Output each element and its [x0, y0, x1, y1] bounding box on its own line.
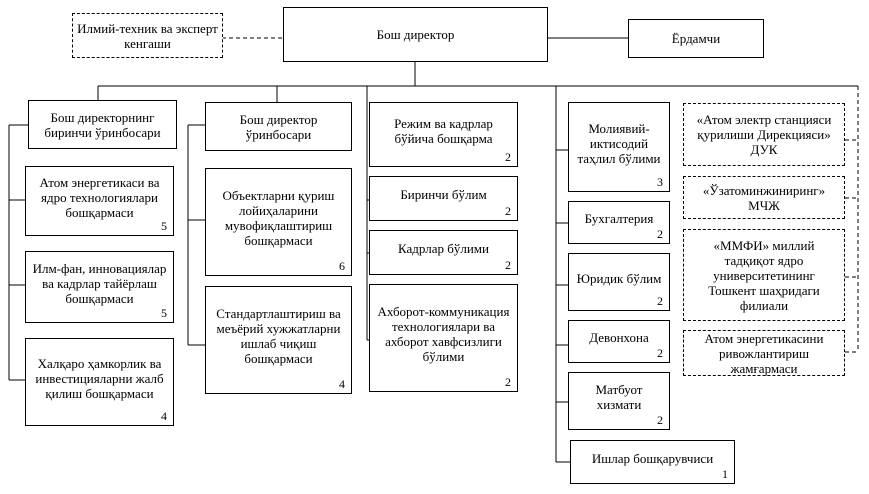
international-cooperation-dept-box: Халқаро ҳамкорлик ва инвестицияларни жал…	[25, 338, 174, 426]
staff-count: 2	[657, 227, 663, 241]
financial-analysis-section-box: Молиявий-иктисодий таҳлил бўлими 3	[568, 102, 670, 192]
press-service-box: Матбуот хизмати 2	[568, 372, 670, 430]
staff-count: 2	[657, 294, 663, 308]
director-box: Бош директор	[283, 7, 548, 62]
first-deputy-box: Бош директорнинг биринчи ўринбосари	[28, 100, 177, 149]
staff-count: 3	[657, 175, 663, 189]
atomic-energy-dept-box: Атом энергетикаси ва ядро технологиялари…	[25, 166, 174, 236]
first-section-box: Биринчи бўлим 2	[369, 176, 518, 221]
council-box: Илмий-техник ва эксперт кенгаши	[72, 13, 223, 58]
assistant-box: Ёрдамчи	[628, 19, 764, 58]
chancellery-box: Девонхона 2	[568, 320, 670, 363]
standardization-dept-box: Стандартлаштириш ва меъёрий хужжатларни …	[205, 286, 352, 394]
council-label: Илмий-техник ва эксперт кенгаши	[77, 20, 218, 51]
atomic-energy-fund-box: Атом энергетикасини ривожлантириш жамғар…	[683, 330, 845, 376]
staff-count: 5	[161, 306, 167, 320]
office-manager-box: Ишлар бошқарувчиси 1	[570, 440, 735, 484]
staff-count: 4	[339, 377, 345, 391]
legal-section-box: Юридик бўлим 2	[568, 253, 670, 311]
assistant-label: Ёрдамчи	[671, 31, 721, 46]
staff-count: 2	[505, 375, 511, 389]
ict-security-section-box: Ахборот-коммуникация технологиялари ва а…	[369, 284, 518, 392]
construction-projects-dept-box: Объектларни қуриш лойиҳаларини мувофиқла…	[205, 168, 352, 276]
director-label: Бош директор	[376, 27, 455, 42]
staff-count: 2	[505, 258, 511, 272]
uzatomengineering-box: «Ўзатоминжиниринг» МЧЖ	[683, 176, 845, 219]
npp-construction-directorate-box: «Атом электр станцияси қурилиши Дирекция…	[683, 103, 845, 166]
staff-count: 2	[657, 413, 663, 427]
staff-count: 1	[722, 467, 728, 481]
staff-count: 2	[657, 346, 663, 360]
mephi-tashkent-branch-box: «ММФИ» миллий тадқиқот ядро университети…	[683, 229, 845, 321]
science-innovation-dept-box: Илм-фан, инновациялар ва кадрлар тайёрла…	[25, 251, 174, 323]
staff-count: 6	[339, 259, 345, 273]
staff-count: 2	[505, 204, 511, 218]
staff-count: 4	[161, 409, 167, 423]
deputy-director-box: Бош директор ўринбосари	[205, 102, 352, 151]
regime-personnel-dept-box: Режим ва кадрлар бўйича бошқарма 2	[369, 102, 518, 167]
accounting-box: Бухгалтерия 2	[568, 201, 670, 244]
personnel-section-box: Кадрлар бўлими 2	[369, 230, 518, 275]
staff-count: 5	[161, 219, 167, 233]
staff-count: 2	[505, 150, 511, 164]
